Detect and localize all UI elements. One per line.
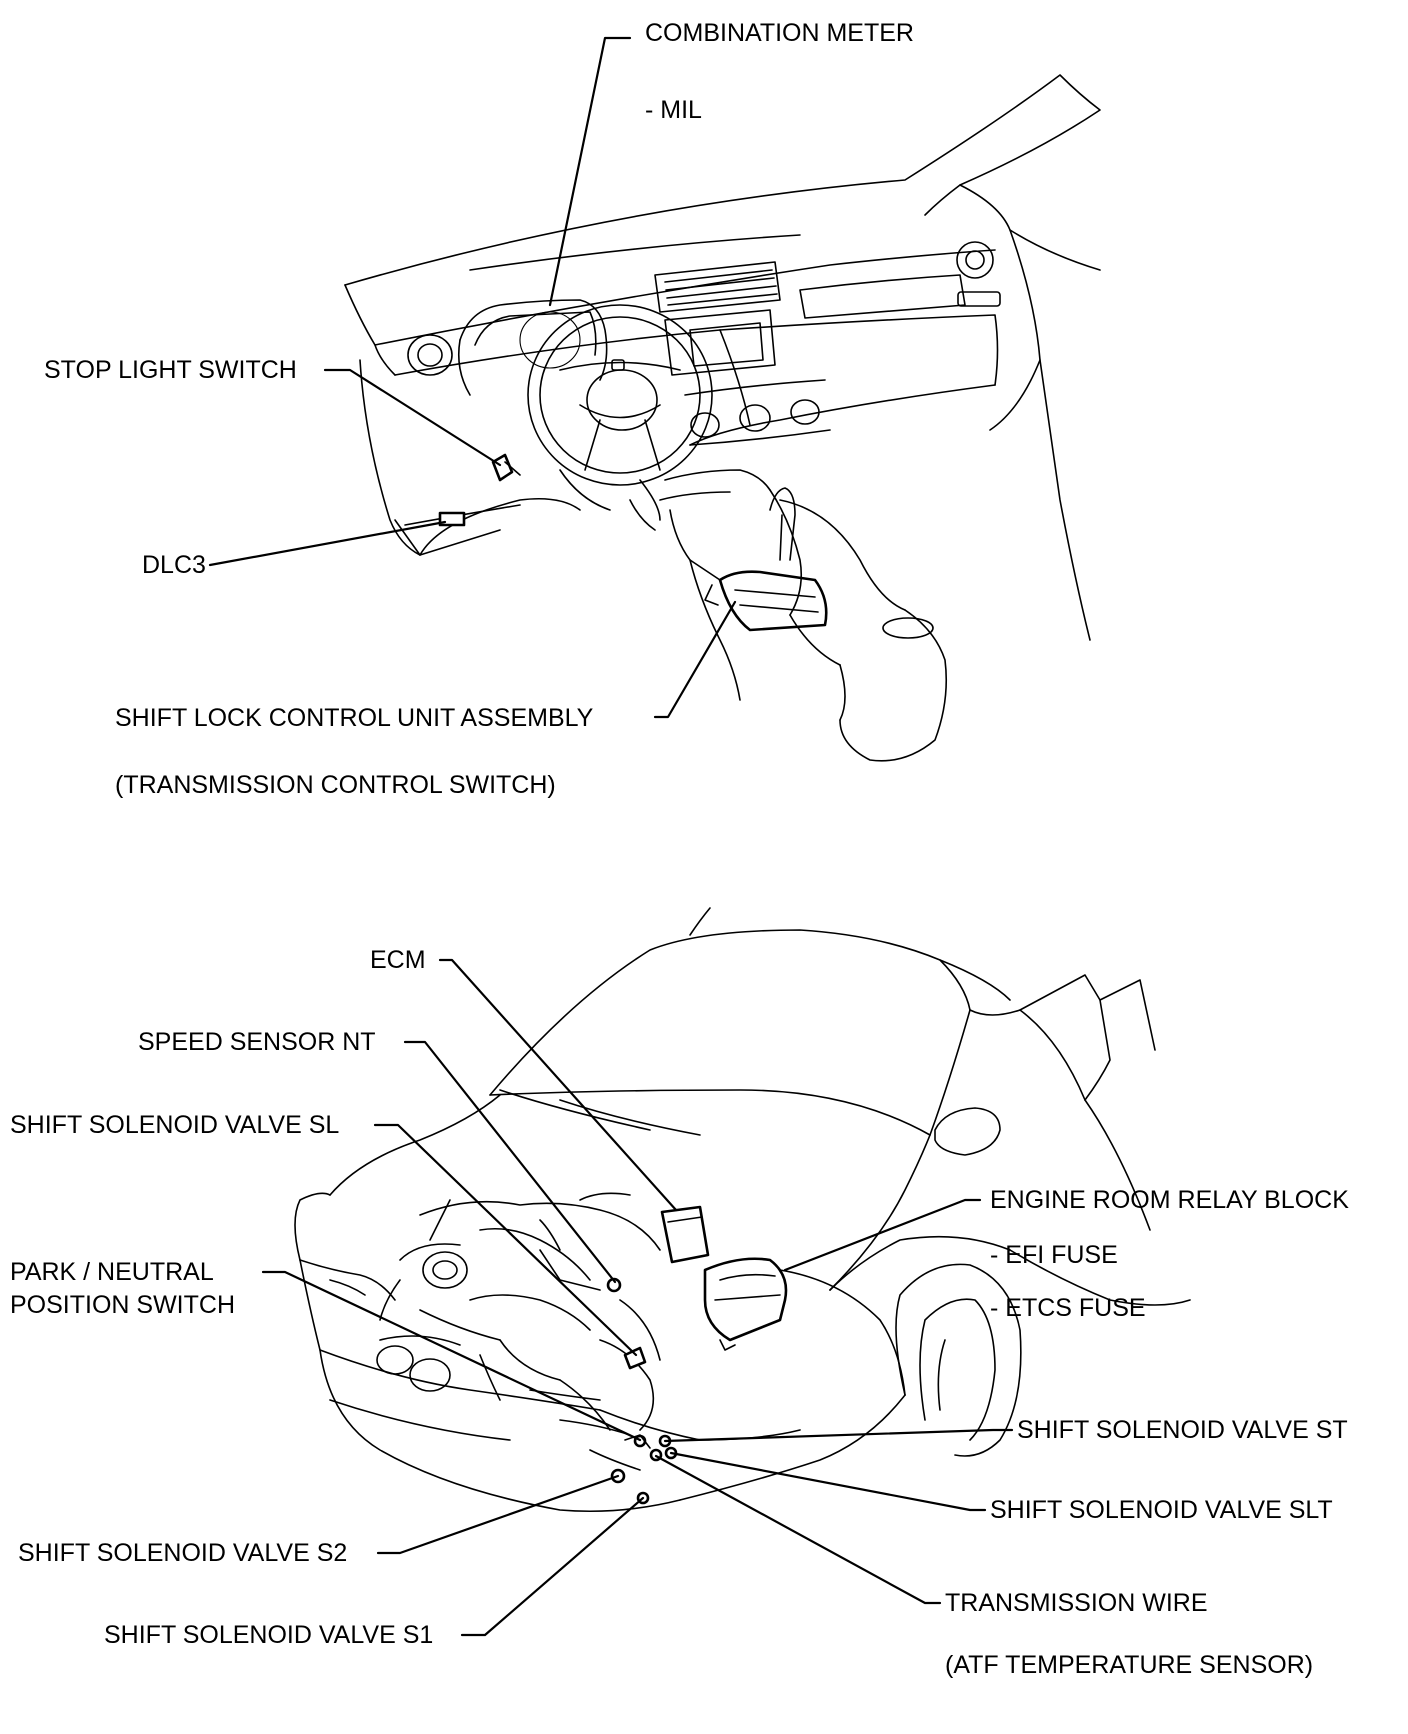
label-dlc3: DLC3 <box>142 551 206 579</box>
label-efi-fuse: - EFI FUSE <box>990 1241 1118 1269</box>
label-shift-solenoid-valve-s2: SHIFT SOLENOID VALVE S2 <box>18 1539 348 1567</box>
dashboard-illustration <box>344 74 1101 762</box>
label-mil: - MIL <box>645 96 702 124</box>
label-shift-lock-control-unit: SHIFT LOCK CONTROL UNIT ASSEMBLY <box>115 704 594 732</box>
label-ecm: ECM <box>370 946 426 974</box>
label-transmission-control-switch: (TRANSMISSION CONTROL SWITCH) <box>115 771 556 799</box>
label-park-neutral-line2: POSITION SWITCH <box>10 1291 235 1319</box>
label-park-neutral-line1: PARK / NEUTRAL <box>10 1258 214 1286</box>
label-shift-solenoid-valve-sl: SHIFT SOLENOID VALVE SL <box>10 1111 340 1139</box>
interior-leader-lines <box>208 36 737 719</box>
label-shift-solenoid-valve-s1: SHIFT SOLENOID VALVE S1 <box>104 1621 434 1649</box>
label-combination-meter: COMBINATION METER <box>645 19 914 47</box>
label-engine-room-relay-block: ENGINE ROOM RELAY BLOCK <box>990 1186 1349 1214</box>
label-shift-solenoid-valve-st: SHIFT SOLENOID VALVE ST <box>1017 1416 1348 1444</box>
engine-leader-lines <box>261 958 1014 1637</box>
label-shift-solenoid-valve-slt: SHIFT SOLENOID VALVE SLT <box>990 1496 1333 1524</box>
label-speed-sensor-nt: SPEED SENSOR NT <box>138 1028 376 1056</box>
label-etcs-fuse: - ETCS FUSE <box>990 1294 1146 1322</box>
label-stop-light-switch: STOP LIGHT SWITCH <box>44 356 297 384</box>
vehicle-front-illustration <box>294 907 1191 1513</box>
label-transmission-wire: TRANSMISSION WIRE <box>945 1589 1208 1617</box>
label-atf-temperature-sensor: (ATF TEMPERATURE SENSOR) <box>945 1651 1314 1679</box>
